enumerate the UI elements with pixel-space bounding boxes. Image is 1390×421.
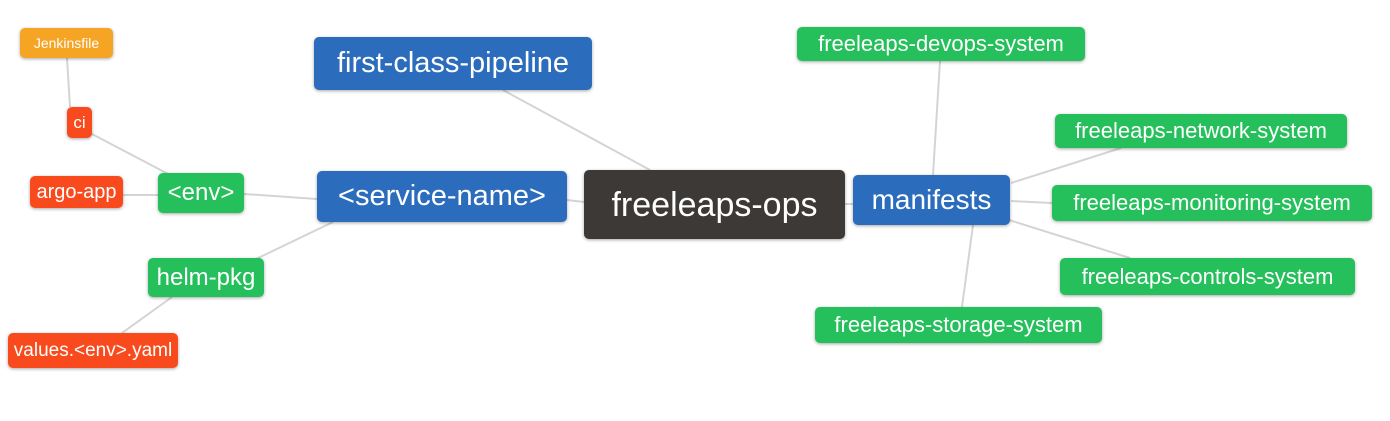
edge-service-name-to-helm-pkg (253, 221, 334, 261)
node-jenkinsfile[interactable]: Jenkinsfile (20, 28, 113, 58)
edge-manifests-to-freeleaps-monitoring-system (1010, 200, 1053, 204)
edge-manifests-to-freeleaps-storage-system (961, 224, 974, 308)
node-freeleaps-storage-system[interactable]: freeleaps-storage-system (815, 307, 1102, 343)
node-freeleaps-ops[interactable]: freeleaps-ops (584, 170, 845, 239)
node-freeleaps-monitoring-system[interactable]: freeleaps-monitoring-system (1052, 185, 1372, 221)
node-ci[interactable]: ci (67, 107, 92, 138)
node-first-class-pipeline[interactable]: first-class-pipeline (314, 37, 592, 90)
edge-ci-to-env (89, 132, 173, 177)
edge-freeleaps-devops-system-to-manifests (932, 60, 941, 176)
edge-manifests-to-freeleaps-network-system (1010, 147, 1122, 184)
edge-manifests-to-freeleaps-controls-system (1008, 219, 1131, 259)
node-service-name[interactable]: <service-name> (317, 171, 567, 222)
edge-service-name-to-freeleaps-ops (566, 199, 585, 203)
node-helm-pkg[interactable]: helm-pkg (148, 258, 264, 297)
node-freeleaps-network-system[interactable]: freeleaps-network-system (1055, 114, 1347, 148)
edge-jenkinsfile-to-ci (66, 57, 71, 108)
node-argo-app[interactable]: argo-app (30, 176, 123, 208)
node-freeleaps-devops-system[interactable]: freeleaps-devops-system (797, 27, 1085, 61)
node-manifests[interactable]: manifests (853, 175, 1010, 225)
node-values-env-yaml[interactable]: values.<env>.yaml (8, 333, 178, 368)
node-env[interactable]: <env> (158, 173, 244, 213)
edge-first-class-pipeline-to-freeleaps-ops (502, 89, 651, 171)
node-freeleaps-controls-system[interactable]: freeleaps-controls-system (1060, 258, 1355, 295)
edge-helm-pkg-to-values-env-yaml (121, 296, 173, 334)
edge-env-to-service-name (243, 193, 318, 200)
